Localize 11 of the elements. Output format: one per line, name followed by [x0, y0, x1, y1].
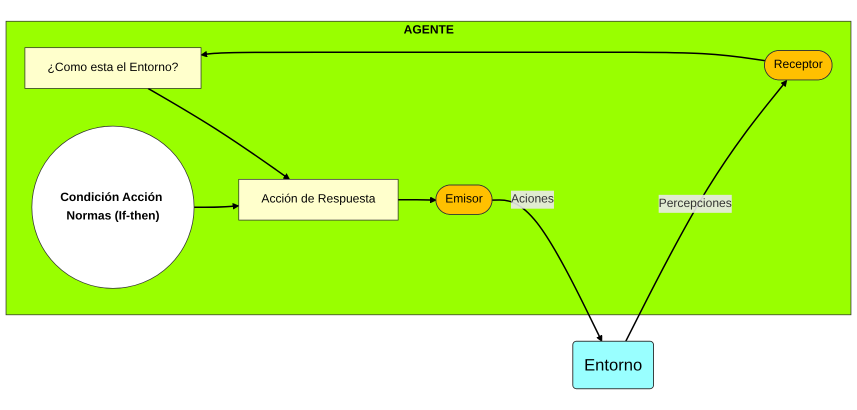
arrow [492, 199, 602, 342]
arrow [200, 50, 766, 62]
edge-label: Aciones [510, 192, 554, 206]
arrow [398, 196, 437, 204]
node-circle: Condición Acción Normas (If-then) [31, 126, 194, 289]
arrow [194, 202, 240, 210]
arrow [148, 88, 290, 180]
node-box: Acción de Respuesta [238, 178, 399, 220]
arrow [624, 80, 788, 342]
node-box: ¿Como esta el Entorno? [24, 47, 202, 89]
edge-label: Percepciones [658, 197, 732, 210]
